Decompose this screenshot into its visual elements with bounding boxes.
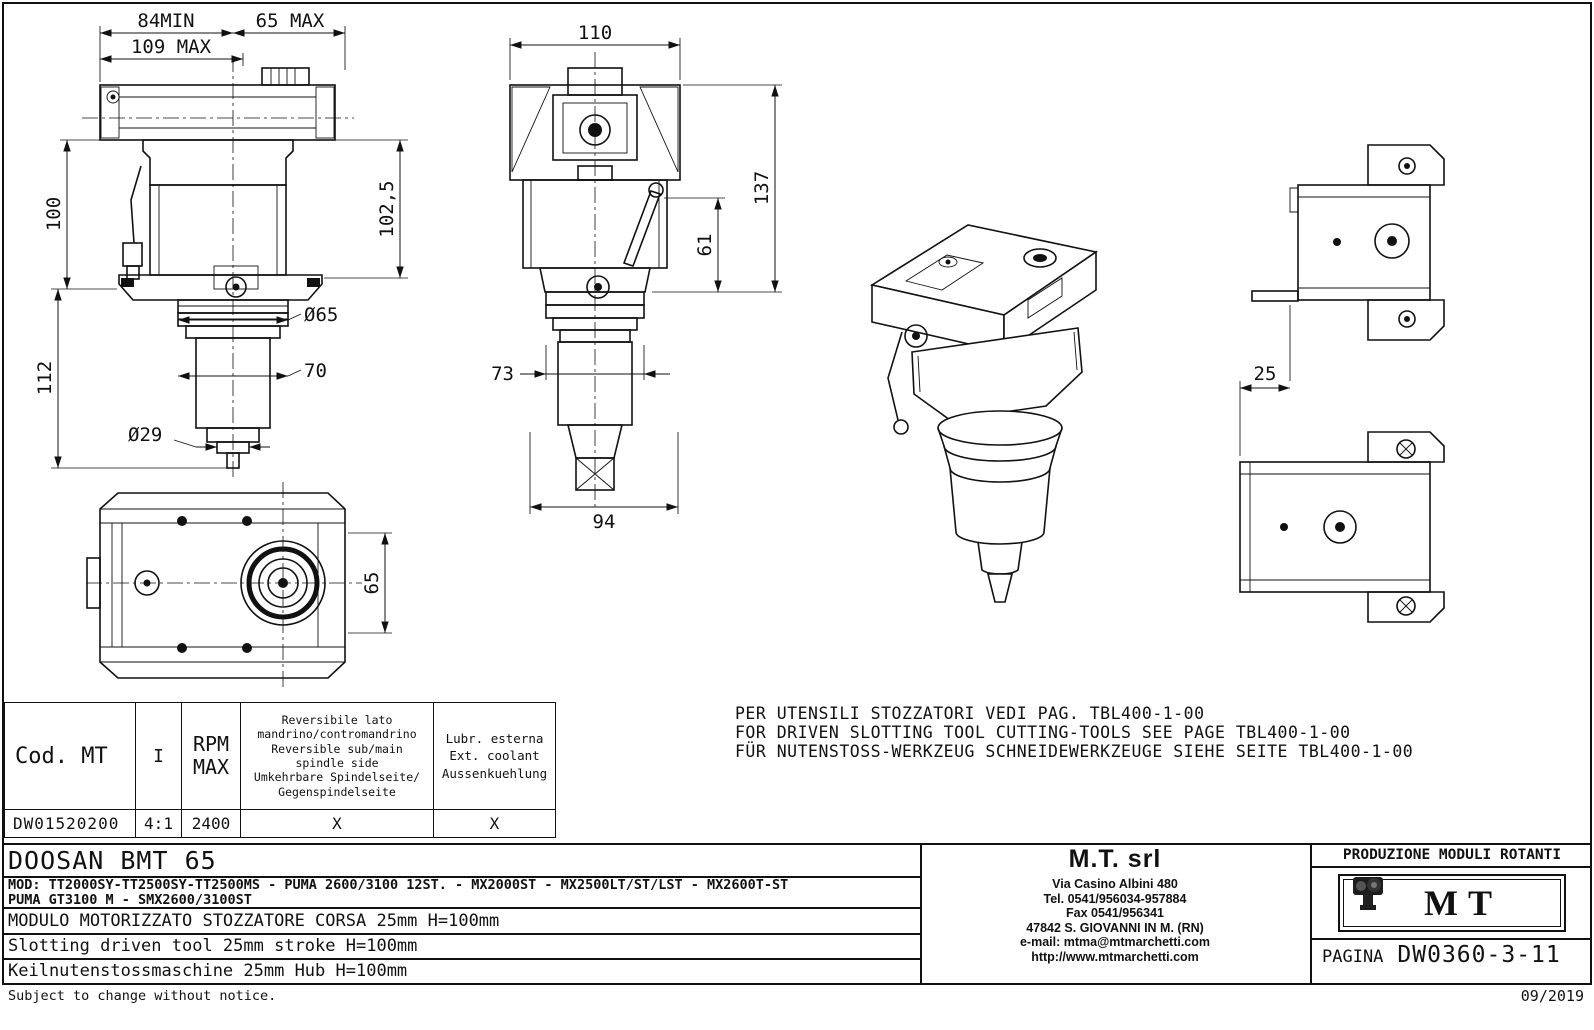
description-italian: MODULO MOTORIZZATO STOZZATORE CORSA 25mm… [8, 911, 500, 931]
titleblock-divider [2, 876, 920, 878]
note-line-english: FOR DRIVEN SLOTTING TOOL CUTTING-TOOLS S… [735, 723, 1351, 742]
titleblock-divider [2, 933, 920, 935]
mt-logo-text: MT [1424, 883, 1502, 923]
page-code: DW0360-3-11 [1397, 942, 1561, 968]
machine-title: DOOSAN BMT 65 [8, 846, 217, 875]
titleblock-top-border [2, 843, 1592, 845]
front-dimensions: 84MIN 65 MAX 109 MAX 100 112 102,5 Ø65 7… [34, 10, 408, 469]
sheet-frame [2, 2, 1592, 985]
dim-dia29: Ø29 [128, 424, 162, 446]
bottom-view: 65 [86, 482, 392, 690]
dim-61: 61 [694, 234, 716, 257]
spec-table: Cod. MT I RPM MAX Reversibile lato mandr… [4, 702, 556, 838]
company-website: http://www.mtmarchetti.com [1031, 949, 1199, 964]
titleblock-vertical-divider [920, 843, 922, 985]
titleblock-vertical-divider [1310, 843, 1312, 985]
company-email: e-mail: mtma@mtmarchetti.com [1019, 935, 1210, 949]
dim-65: 65 [361, 572, 383, 595]
dim-84min: 84MIN [137, 10, 194, 32]
dim-109max: 109 MAX [131, 36, 212, 58]
model-line-2: PUMA GT3100 M - SMX2600/3100ST [8, 891, 252, 908]
dim-112: 112 [34, 361, 56, 395]
dim-102-5: 102,5 [376, 180, 398, 237]
model-line-1: MOD: TT2000SY-TT2500SY-TT2500MS - PUMA 2… [8, 877, 789, 893]
dim-73: 73 [491, 363, 514, 385]
company-block: M.T. srl Via Casino Albini 480 Tel. 0541… [922, 845, 1308, 964]
spec-value-rpm: 2400 [181, 809, 241, 838]
page-label: PAGINA [1322, 947, 1384, 967]
revision-date: 09/2019 [1520, 987, 1584, 1005]
titleblock-divider [1312, 866, 1592, 868]
drawing-notes: PER UTENSILI STOZZATORI VEDI PAG. TBL400… [735, 704, 1413, 761]
note-line-italian: PER UTENSILI STOZZATORI VEDI PAG. TBL400… [735, 704, 1205, 723]
technical-drawing: 84MIN 65 MAX 109 MAX 100 112 102,5 Ø65 7… [34, 10, 1445, 690]
dim-100: 100 [43, 197, 65, 231]
dim-dia65: Ø65 [304, 304, 338, 326]
description-english: Slotting driven tool 25mm stroke H=100mm [8, 936, 418, 956]
spec-col-rpm: RPM MAX [181, 702, 241, 810]
change-notice: Subject to change without notice. [8, 988, 277, 1004]
dim-110: 110 [578, 22, 612, 44]
spec-col-cod: Cod. MT [4, 702, 136, 810]
spec-value-reversible: X [240, 809, 434, 838]
mt-logo: MT [1338, 874, 1566, 932]
spec-col-lubr: Lubr. esterna Ext. coolant Aussenkuehlun… [433, 702, 556, 810]
spec-value-code: DW01520200 [4, 809, 136, 838]
dim-65max: 65 MAX [256, 10, 325, 32]
page-reference: PAGINA DW0360-3-11 [1316, 942, 1588, 968]
spec-value-ratio: 4:1 [135, 809, 182, 838]
company-tel: Tel. 0541/956034-957884 [1043, 891, 1187, 906]
titleblock-divider [1312, 938, 1592, 940]
company-address: Via Casino Albini 480 [1052, 877, 1178, 891]
front-view [82, 56, 354, 480]
company-name: M.T. srl [1068, 845, 1162, 873]
dim-70: 70 [304, 360, 327, 382]
production-label: PRODUZIONE MODULI ROTANTI [1342, 847, 1562, 863]
company-city: 47842 S. GIOVANNI IN M. (RN) [1026, 920, 1204, 935]
spec-col-reversible: Reversibile lato mandrino/contromandrino… [240, 702, 434, 810]
side-view: 110 137 61 73 94 [491, 22, 782, 533]
spec-col-ratio: I [135, 702, 182, 810]
dim-137: 137 [751, 171, 773, 205]
note-line-german: FÜR NUTENSTOSS-WERKZEUG SCHNEIDEWERKZEUG… [735, 742, 1414, 761]
titleblock-divider [2, 958, 920, 960]
profile-views: 25 [1239, 144, 1445, 623]
dim-94: 94 [593, 511, 616, 533]
spec-value-lubr: X [433, 809, 556, 838]
machine-models: MOD: TT2000SY-TT2500SY-TT2500MS - PUMA 2… [8, 878, 788, 907]
isometric-view [869, 224, 1098, 603]
dim-25: 25 [1254, 363, 1277, 385]
mt-logo-machine-icon [1353, 877, 1383, 910]
titleblock-divider [2, 907, 920, 909]
description-german: Keilnutenstossmaschine 25mm Hub H=100mm [8, 961, 408, 981]
mt-logo-frame: MT [1343, 877, 1561, 927]
company-fax: Fax 0541/956341 [1065, 906, 1164, 920]
spec-row: DW01520200 4:1 2400 X X [4, 809, 556, 838]
